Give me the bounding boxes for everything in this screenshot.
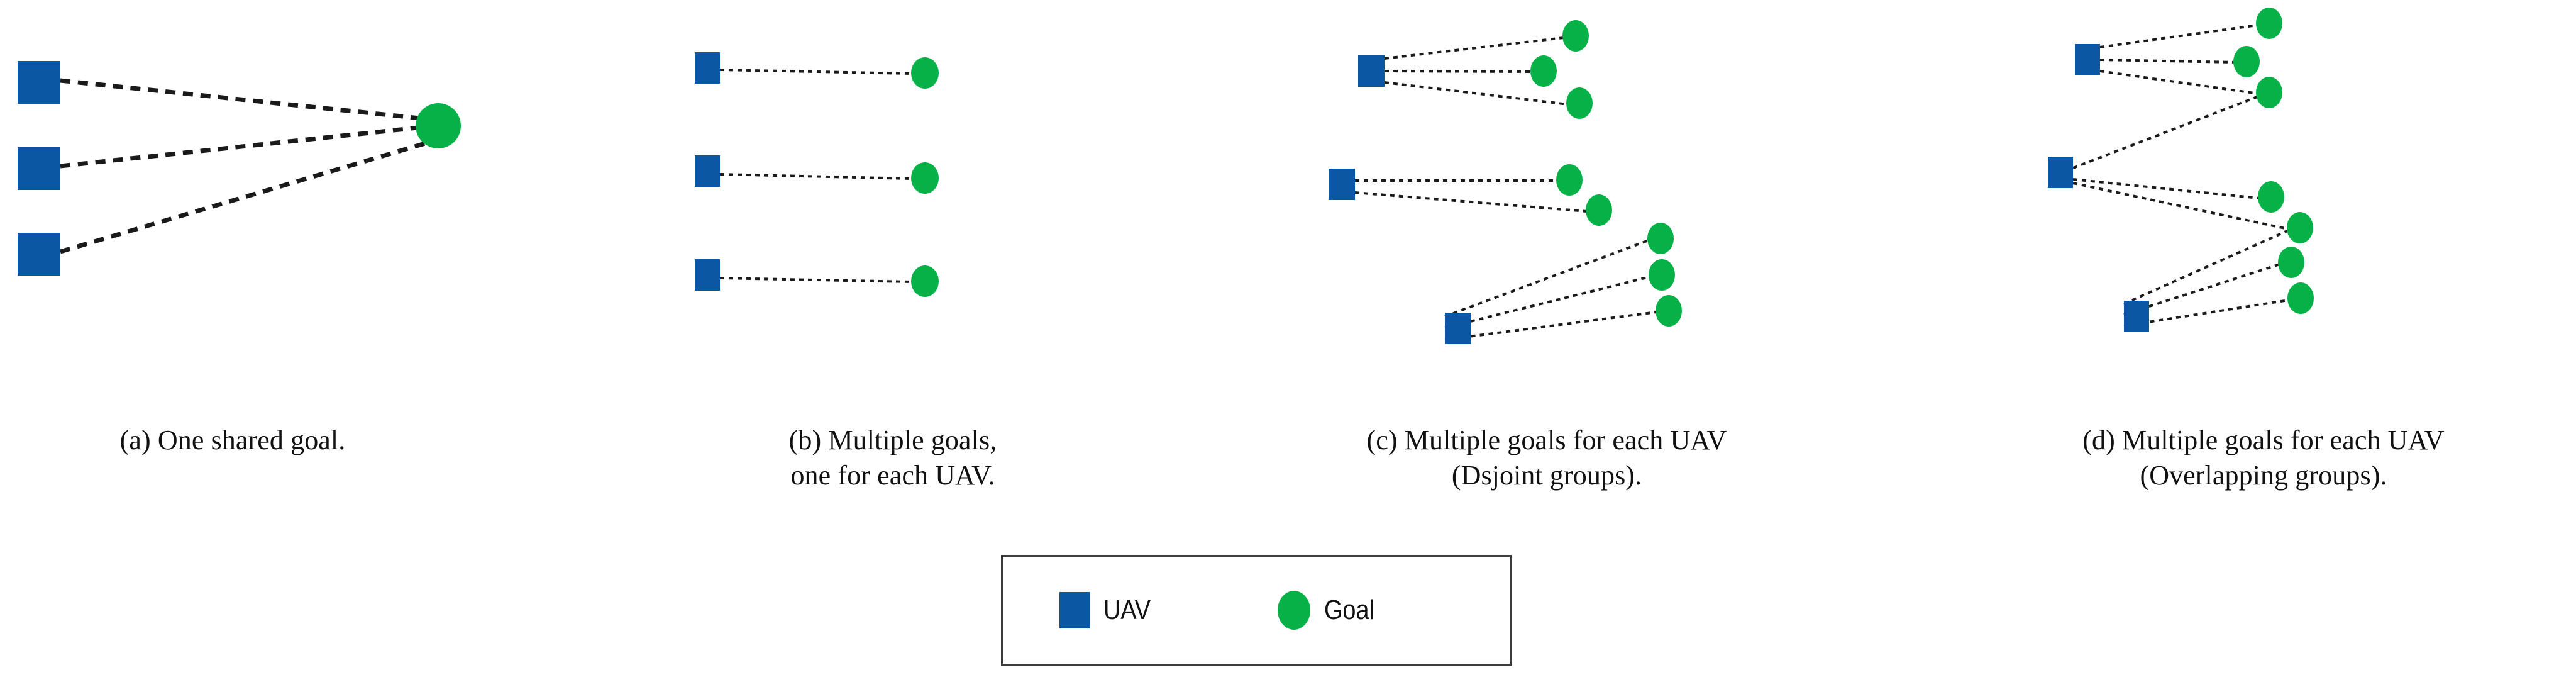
uav-b2-marker [695,155,720,187]
uav-layer [18,44,2149,344]
assignment-link-c5 [1354,191,1588,213]
legend-entry-uav: UAV [1059,592,1158,628]
goal-c3-marker [1566,87,1593,119]
goal-d7-marker [2287,282,2314,314]
uav-d1-marker [2075,44,2100,75]
goal-b1-marker [911,57,939,89]
goal-circle-icon [1278,591,1311,630]
goal-d4-marker [2258,181,2284,213]
goal-a1-marker [416,103,461,148]
goal-c2-marker [1530,55,1557,87]
assignment-link-b3 [719,277,913,283]
assignment-link-d9 [2123,299,2289,327]
assignment-link-a3 [60,141,426,254]
uav-c2-marker [1329,169,1355,200]
uav-b3-marker [695,259,720,291]
goal-layer [416,8,2314,327]
goal-c5-marker [1586,194,1612,226]
uav-square-icon [1059,592,1090,628]
goal-c7-marker [1649,259,1675,291]
goal-d3-marker [2256,77,2282,108]
goal-d1-marker [2256,8,2282,39]
legend-label-goal: Goal [1324,595,1375,625]
assignment-link-c6 [1444,239,1649,318]
goal-d2-marker [2233,46,2260,77]
uav-a3-marker [18,233,60,276]
legend-entry-goal: Goal [1278,591,1383,630]
assignment-link-a1 [60,78,421,121]
assignment-link-d3 [2099,70,2259,95]
goal-c1-marker [1562,20,1589,52]
uav-c3-marker [1445,313,1471,344]
assignment-link-b2 [719,173,913,180]
assignment-link-d6 [2072,182,2289,230]
goal-c6-marker [1647,223,1674,254]
link-layer [60,24,2289,341]
assignment-link-c8 [1444,311,1657,341]
assignment-link-d8 [2123,263,2280,316]
uav-d2-marker [2048,157,2073,188]
panel-caption-c: (c) Multiple goals for each UAV (Dsjoint… [1366,425,1727,491]
assignment-link-c2 [1384,70,1532,73]
panel-caption-b: (b) Multiple goals, one for each UAV. [788,425,997,491]
legend-label-uav: UAV [1103,595,1151,625]
goal-c4-marker [1556,164,1583,196]
uav-a2-marker [18,147,60,190]
goal-d6-marker [2278,247,2304,278]
assignment-link-d1 [2099,24,2258,48]
uav-b1-marker [695,52,720,84]
uav-d3-marker [2124,301,2149,332]
uav-a1-marker [18,61,60,104]
assignment-link-c1 [1384,36,1564,60]
uav-c1-marker [1358,55,1385,87]
legend-box: UAV Goal [1001,555,1512,666]
assignment-link-c7 [1444,276,1650,329]
panel-caption-d: (d) Multiple goals for each UAV (Overlap… [2082,425,2445,491]
goal-b3-marker [911,265,939,297]
assignment-link-d7 [2123,229,2289,305]
legend-row: UAV Goal [1003,557,1510,664]
goal-c8-marker [1656,295,1682,327]
assignment-link-d2 [2099,59,2235,64]
assignment-link-d4 [2072,94,2261,169]
assignment-link-b1 [719,69,913,75]
goal-d5-marker [2287,212,2313,243]
panel-caption-a: (a) One shared goal. [119,425,346,455]
goal-b2-marker [911,162,939,194]
assignment-link-a2 [60,125,418,169]
